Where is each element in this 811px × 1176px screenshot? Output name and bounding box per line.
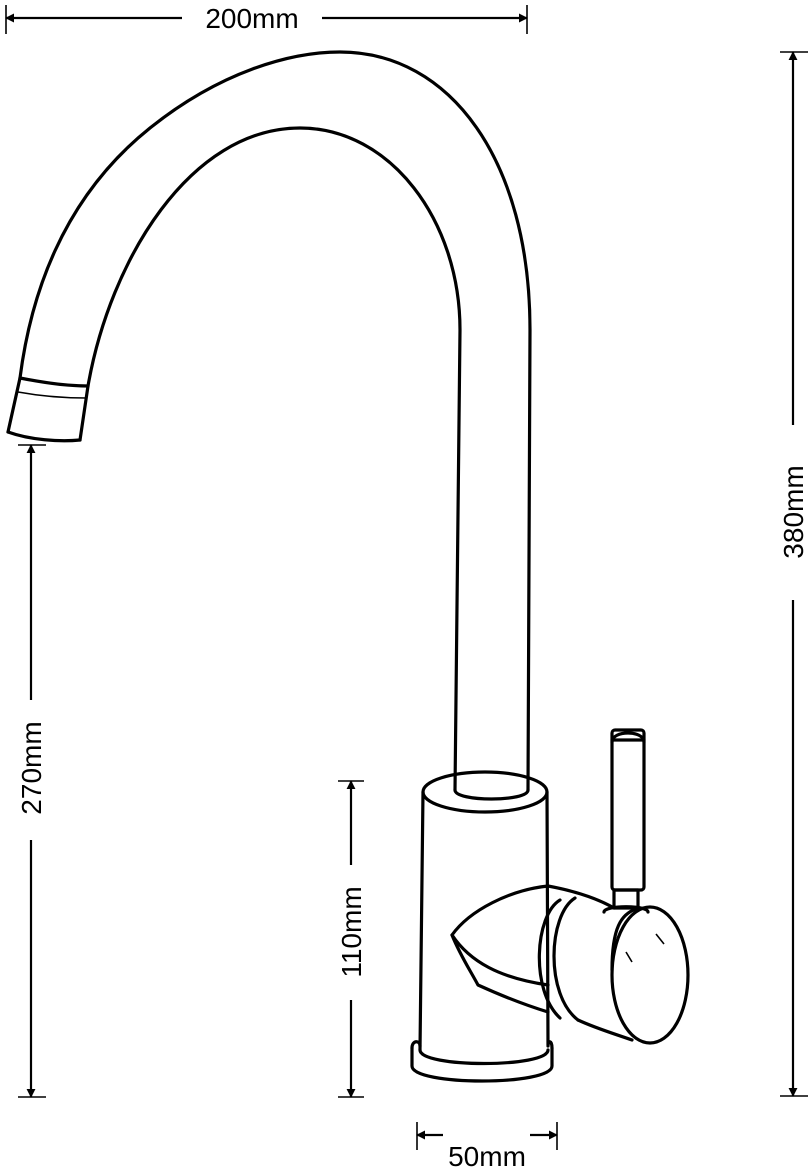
faucet-handle — [450, 728, 690, 1045]
dimension-width-label: 200mm — [205, 3, 298, 34]
faucet-body — [410, 770, 554, 1083]
dimension-body-height-label: 110mm — [336, 886, 367, 977]
dimension-spout-height: 270mm — [16, 444, 47, 1098]
dimension-base-diameter-label: 50mm — [448, 1141, 526, 1171]
dimension-total-height-label: 380mm — [778, 465, 809, 558]
dimension-body-height: 110mm — [336, 780, 367, 1098]
dimension-spout-height-label: 270mm — [16, 721, 47, 814]
dimension-width: 200mm — [5, 3, 528, 34]
dimension-total-height: 380mm — [778, 51, 809, 1097]
faucet-spout — [6, 50, 532, 792]
dimension-base-diameter: 50mm — [416, 1122, 558, 1172]
